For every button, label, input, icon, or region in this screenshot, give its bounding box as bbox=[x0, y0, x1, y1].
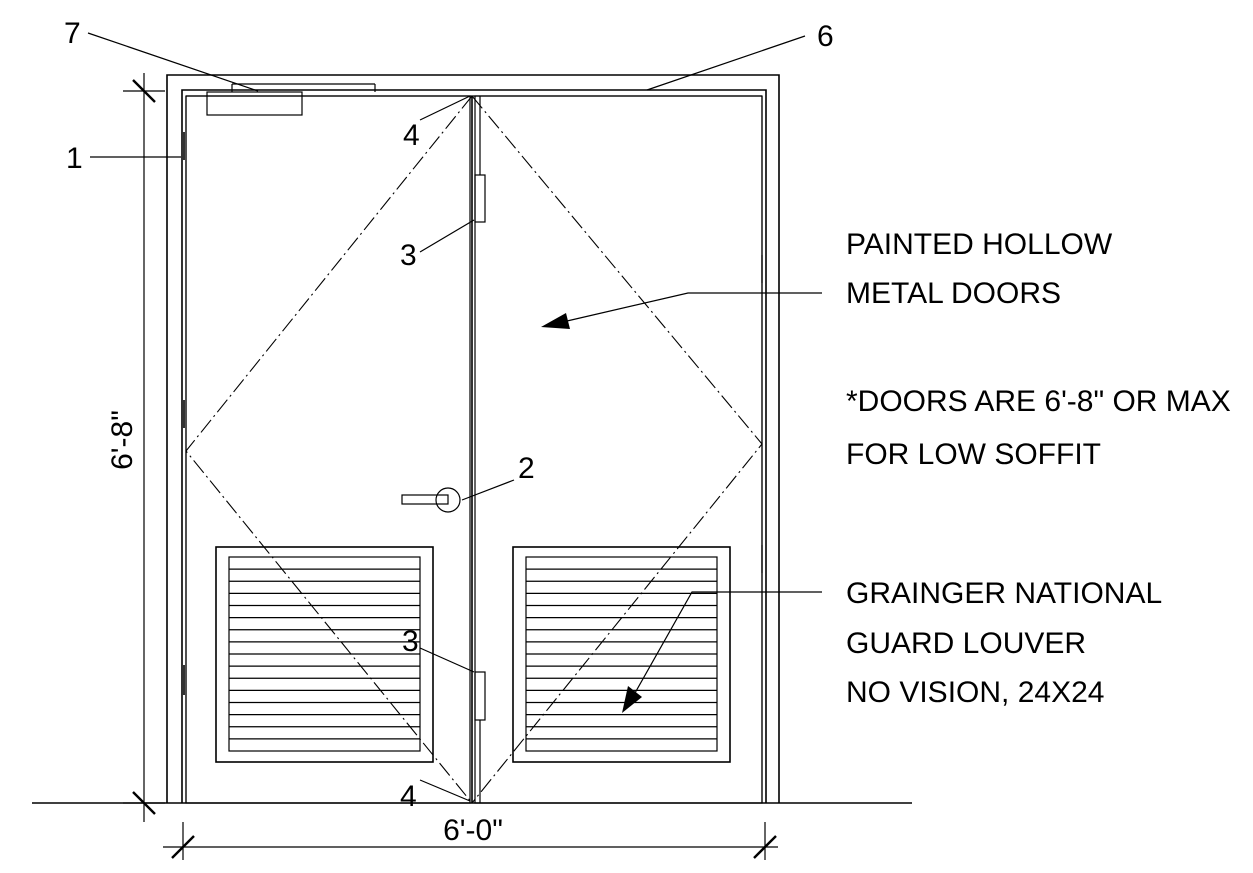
callout-2: 2 bbox=[518, 452, 535, 485]
note-doors: PAINTED HOLLOW METAL DOORS bbox=[846, 228, 1121, 310]
callout-4-lower: 4 bbox=[400, 780, 417, 813]
note-louver-line-1: GRAINGER NATIONAL bbox=[846, 577, 1161, 610]
flush-bolt-upper bbox=[474, 96, 486, 223]
note-louver: GRAINGER NATIONAL GUARD LOUVER NO VISION… bbox=[846, 577, 1169, 709]
lever-handle bbox=[401, 487, 461, 513]
note-arrow-louver bbox=[622, 591, 822, 713]
callout-leaders bbox=[87, 32, 806, 802]
flush-bolt-lower bbox=[474, 671, 486, 803]
note-louver-line-3: NO VISION, 24X24 bbox=[846, 676, 1104, 709]
left-door-leaf bbox=[185, 95, 471, 804]
dimension-height-label: 6'-8" bbox=[106, 410, 139, 470]
callout-1: 1 bbox=[66, 142, 83, 175]
hinge-marks bbox=[183, 132, 763, 695]
note-height-line-2: FOR LOW SOFFIT bbox=[846, 438, 1101, 471]
callout-7: 7 bbox=[64, 17, 81, 50]
dimension-width-label: 6'-0" bbox=[443, 814, 503, 847]
note-arrow-doors bbox=[541, 292, 822, 329]
note-height-line-1: *DOORS ARE 6'-8" OR MAX bbox=[846, 385, 1231, 418]
callout-4-upper: 4 bbox=[403, 119, 420, 152]
door-frame bbox=[166, 74, 780, 803]
dimension-width bbox=[163, 822, 778, 860]
louver-right-slats bbox=[526, 568, 717, 740]
louver-left-slats bbox=[229, 568, 420, 740]
swing-indication-lines bbox=[185, 95, 763, 804]
note-doors-line-1: PAINTED HOLLOW bbox=[846, 228, 1113, 261]
callout-3-lower: 3 bbox=[402, 625, 419, 658]
note-height: *DOORS ARE 6'-8" OR MAX FOR LOW SOFFIT bbox=[846, 385, 1239, 471]
right-door-leaf bbox=[474, 95, 763, 804]
note-louver-line-2: GUARD LOUVER bbox=[846, 627, 1086, 660]
louver-right bbox=[512, 546, 731, 763]
door-closer bbox=[206, 83, 376, 116]
louver-left bbox=[215, 546, 434, 763]
callout-3-upper: 3 bbox=[400, 239, 417, 272]
callout-6: 6 bbox=[817, 20, 834, 53]
dimension-height bbox=[123, 73, 165, 822]
note-doors-line-2: METAL DOORS bbox=[846, 277, 1061, 310]
